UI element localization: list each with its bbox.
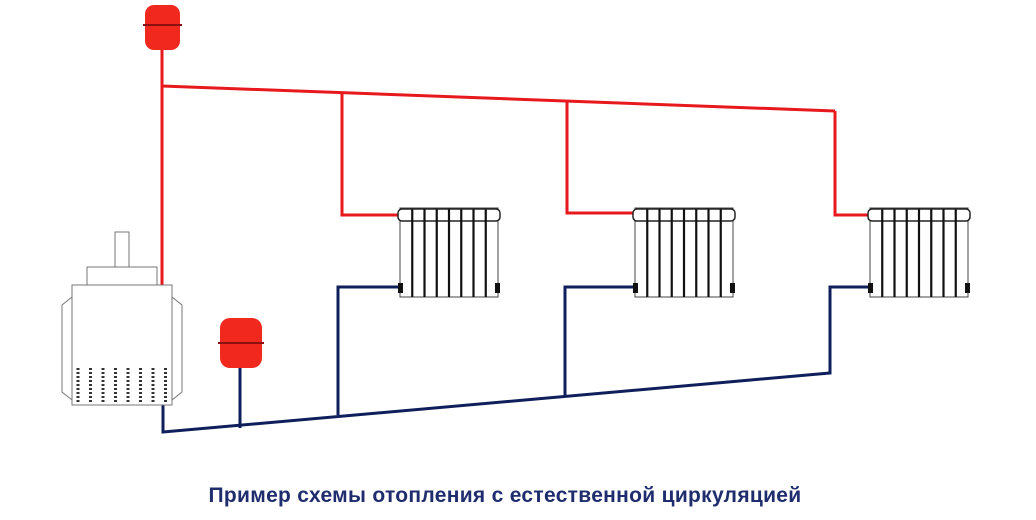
radiator: [397, 207, 501, 298]
radiator: [867, 207, 971, 298]
supply-pipes: [160, 50, 872, 285]
return-pipes: [161, 285, 872, 434]
radiator: [632, 207, 736, 298]
expansion-tank-bottom: [218, 318, 264, 368]
expansion-tank-top: [143, 5, 182, 50]
diagram-caption: Пример схемы отопления с естественной ци…: [208, 484, 802, 507]
boiler: [61, 231, 183, 406]
